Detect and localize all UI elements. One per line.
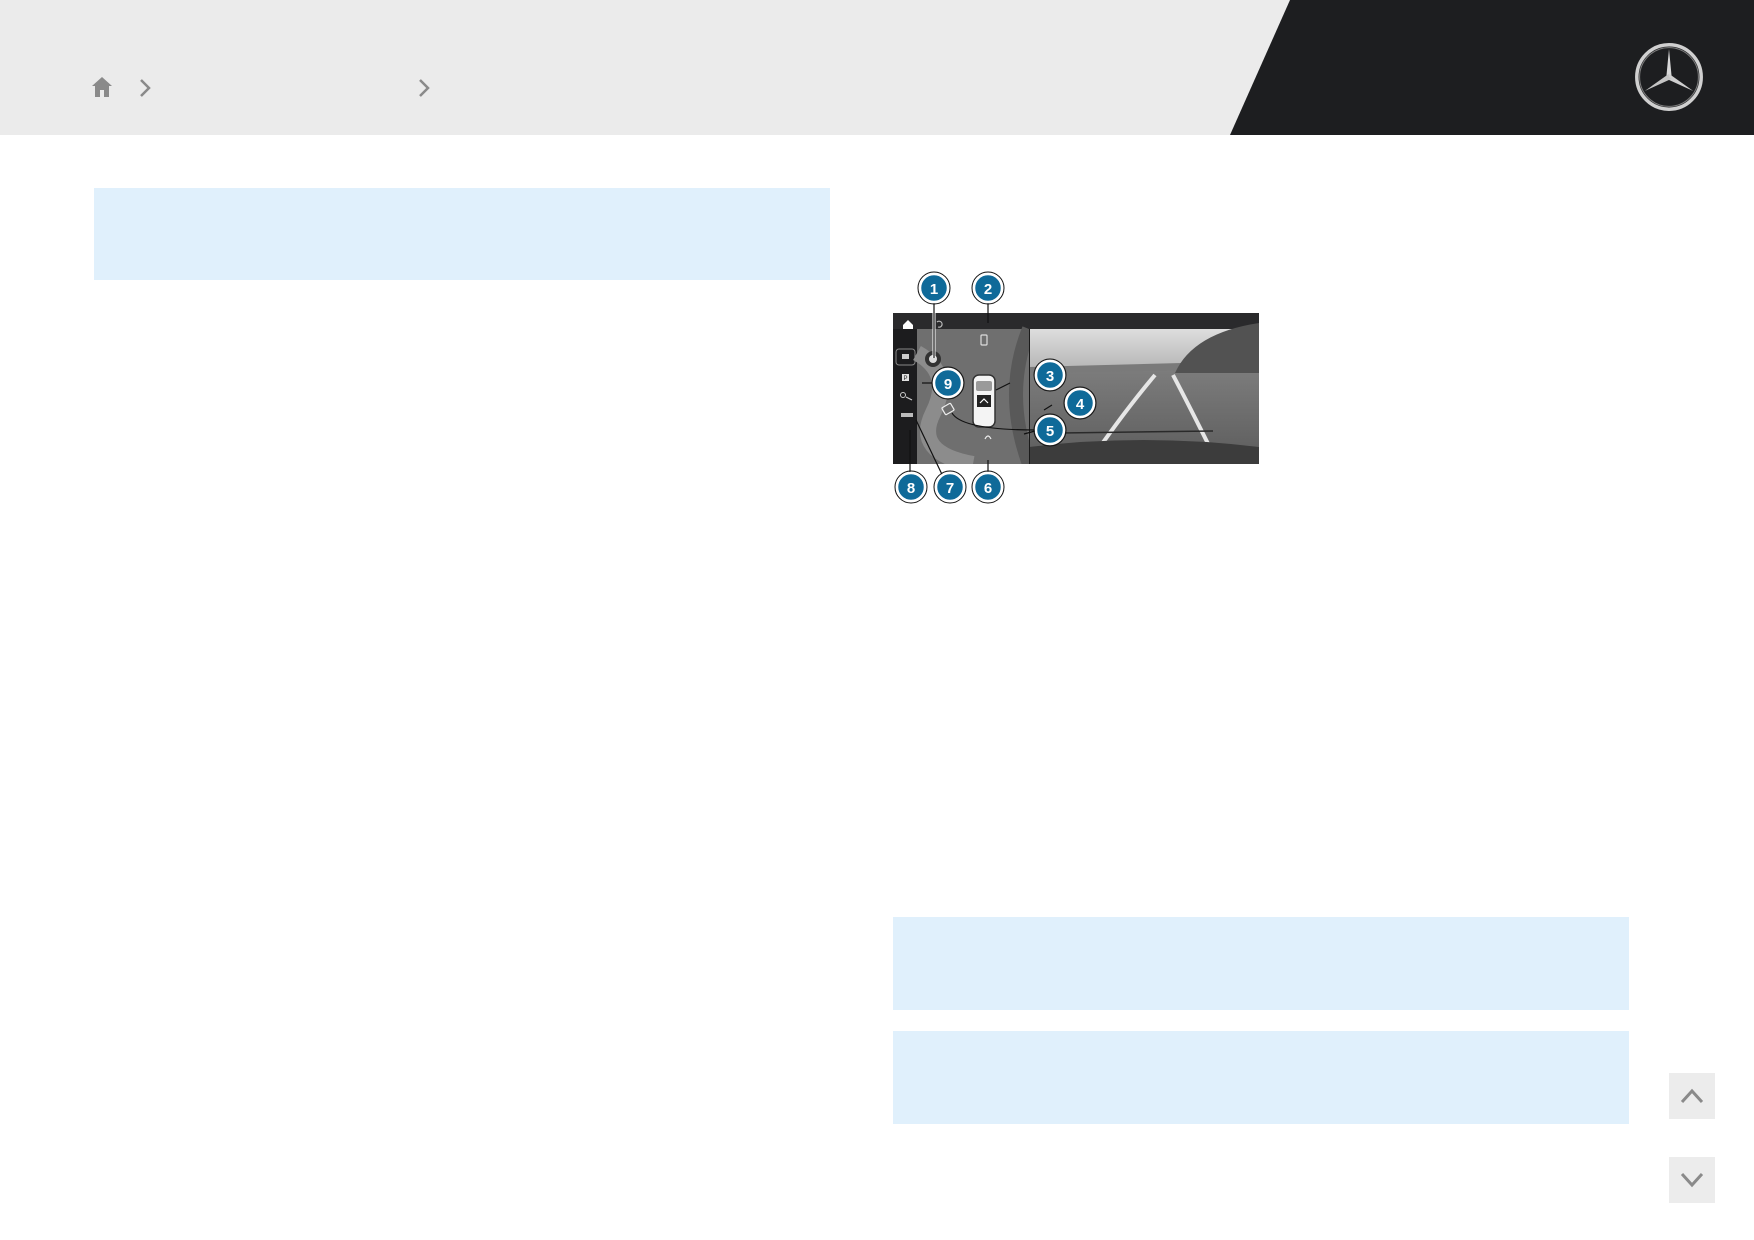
chevron-down-icon: [1680, 1172, 1704, 1188]
chevron-right-icon: [140, 79, 151, 97]
screen-home-icon: [903, 320, 913, 329]
callout-2: 2: [971, 271, 1005, 305]
header-brand-panel: [1230, 0, 1754, 135]
callout-8: 8: [894, 470, 928, 504]
callout-1: 1: [917, 271, 951, 305]
info-box: [94, 188, 830, 280]
figure-callouts: 1 2 3 4 5 6 7 8 9: [894, 271, 1097, 504]
info-box: [893, 1031, 1629, 1124]
svg-text:8: 8: [907, 480, 915, 497]
chevron-up-icon: [1680, 1088, 1704, 1104]
page-header: [0, 0, 1754, 135]
svg-text:2: 2: [984, 281, 992, 298]
svg-text:7: 7: [946, 480, 954, 497]
svg-text:1: 1: [930, 281, 938, 298]
mercedes-star-icon[interactable]: [1634, 42, 1704, 112]
callout-3: 3: [1033, 358, 1067, 392]
callout-5: 5: [1033, 413, 1067, 447]
scroll-up-button[interactable]: [1669, 1073, 1715, 1119]
info-box: [893, 917, 1629, 1010]
svg-text:9: 9: [944, 376, 952, 393]
callout-7: 7: [933, 470, 967, 504]
home-icon[interactable]: [90, 75, 114, 99]
svg-text:P: P: [904, 376, 908, 382]
callout-6: 6: [971, 470, 1005, 504]
svg-text:3: 3: [1046, 368, 1054, 385]
chevron-right-icon: [419, 79, 430, 97]
callout-9: 9: [931, 366, 965, 400]
screen-back-icon: [936, 320, 943, 328]
scroll-down-button[interactable]: [1669, 1157, 1715, 1203]
svg-text:5: 5: [1046, 423, 1054, 440]
svg-text:4: 4: [1076, 396, 1085, 413]
callout-4: 4: [1063, 386, 1097, 420]
svg-text:6: 6: [984, 480, 992, 497]
